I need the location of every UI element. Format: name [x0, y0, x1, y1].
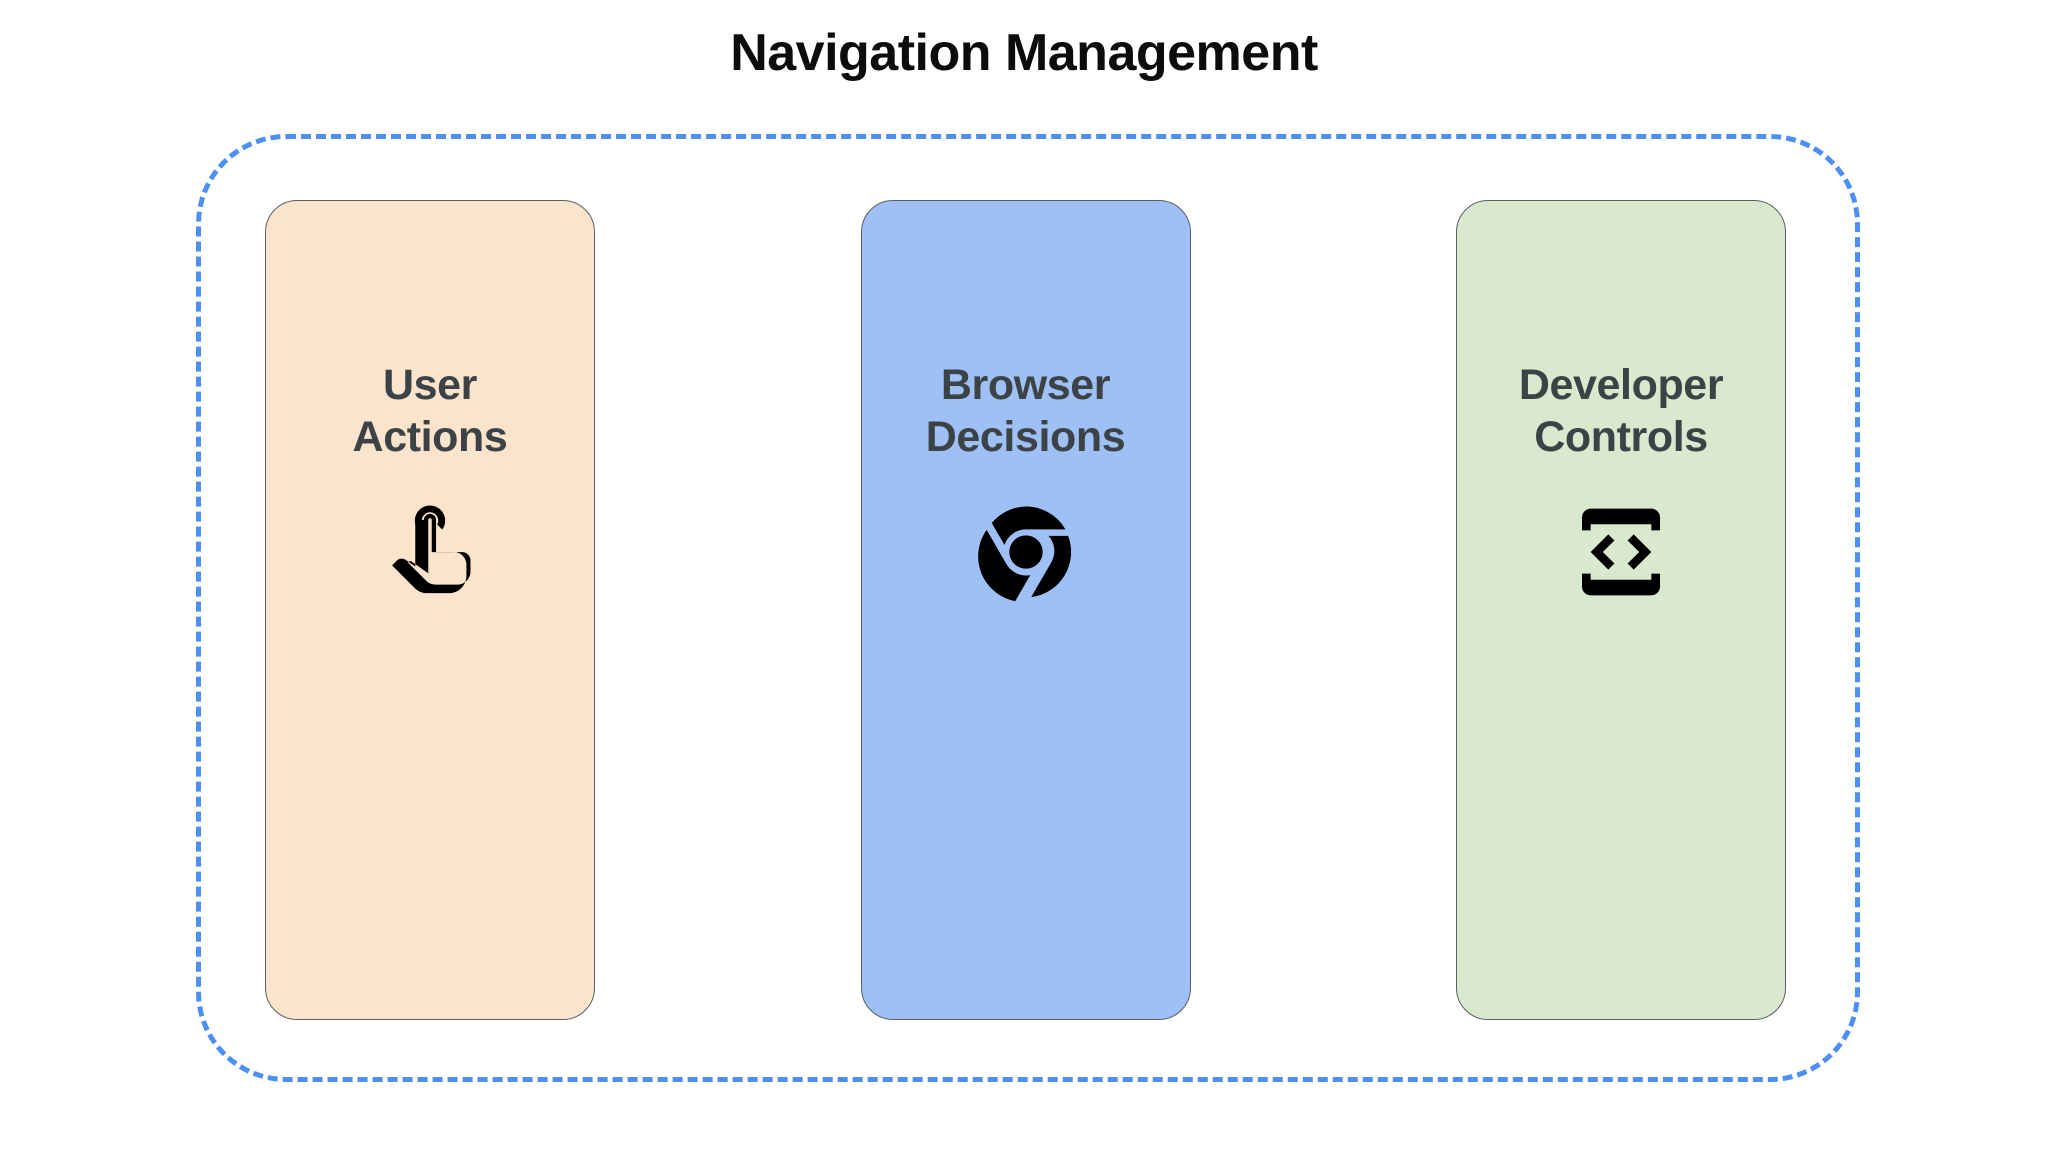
card-label-developer-controls: Developer Controls — [1518, 361, 1724, 462]
developer-mode-icon — [1569, 500, 1673, 604]
card-browser-decisions[interactable]: Browser Decisions — [860, 200, 1191, 1020]
cards-row: User Actions Browser Decisions — [265, 200, 1786, 1020]
card-user-actions[interactable]: User Actions — [265, 200, 595, 1020]
card-developer-controls[interactable]: Developer Controls — [1456, 200, 1786, 1020]
touch-tap-icon — [378, 500, 482, 604]
card-label-browser-decisions: Browser Decisions — [925, 361, 1126, 462]
card-label-user-actions: User Actions — [352, 361, 508, 462]
page-title: Navigation Management — [730, 24, 1318, 82]
chrome-icon — [974, 500, 1078, 604]
grouping-boundary — [196, 134, 1860, 1082]
